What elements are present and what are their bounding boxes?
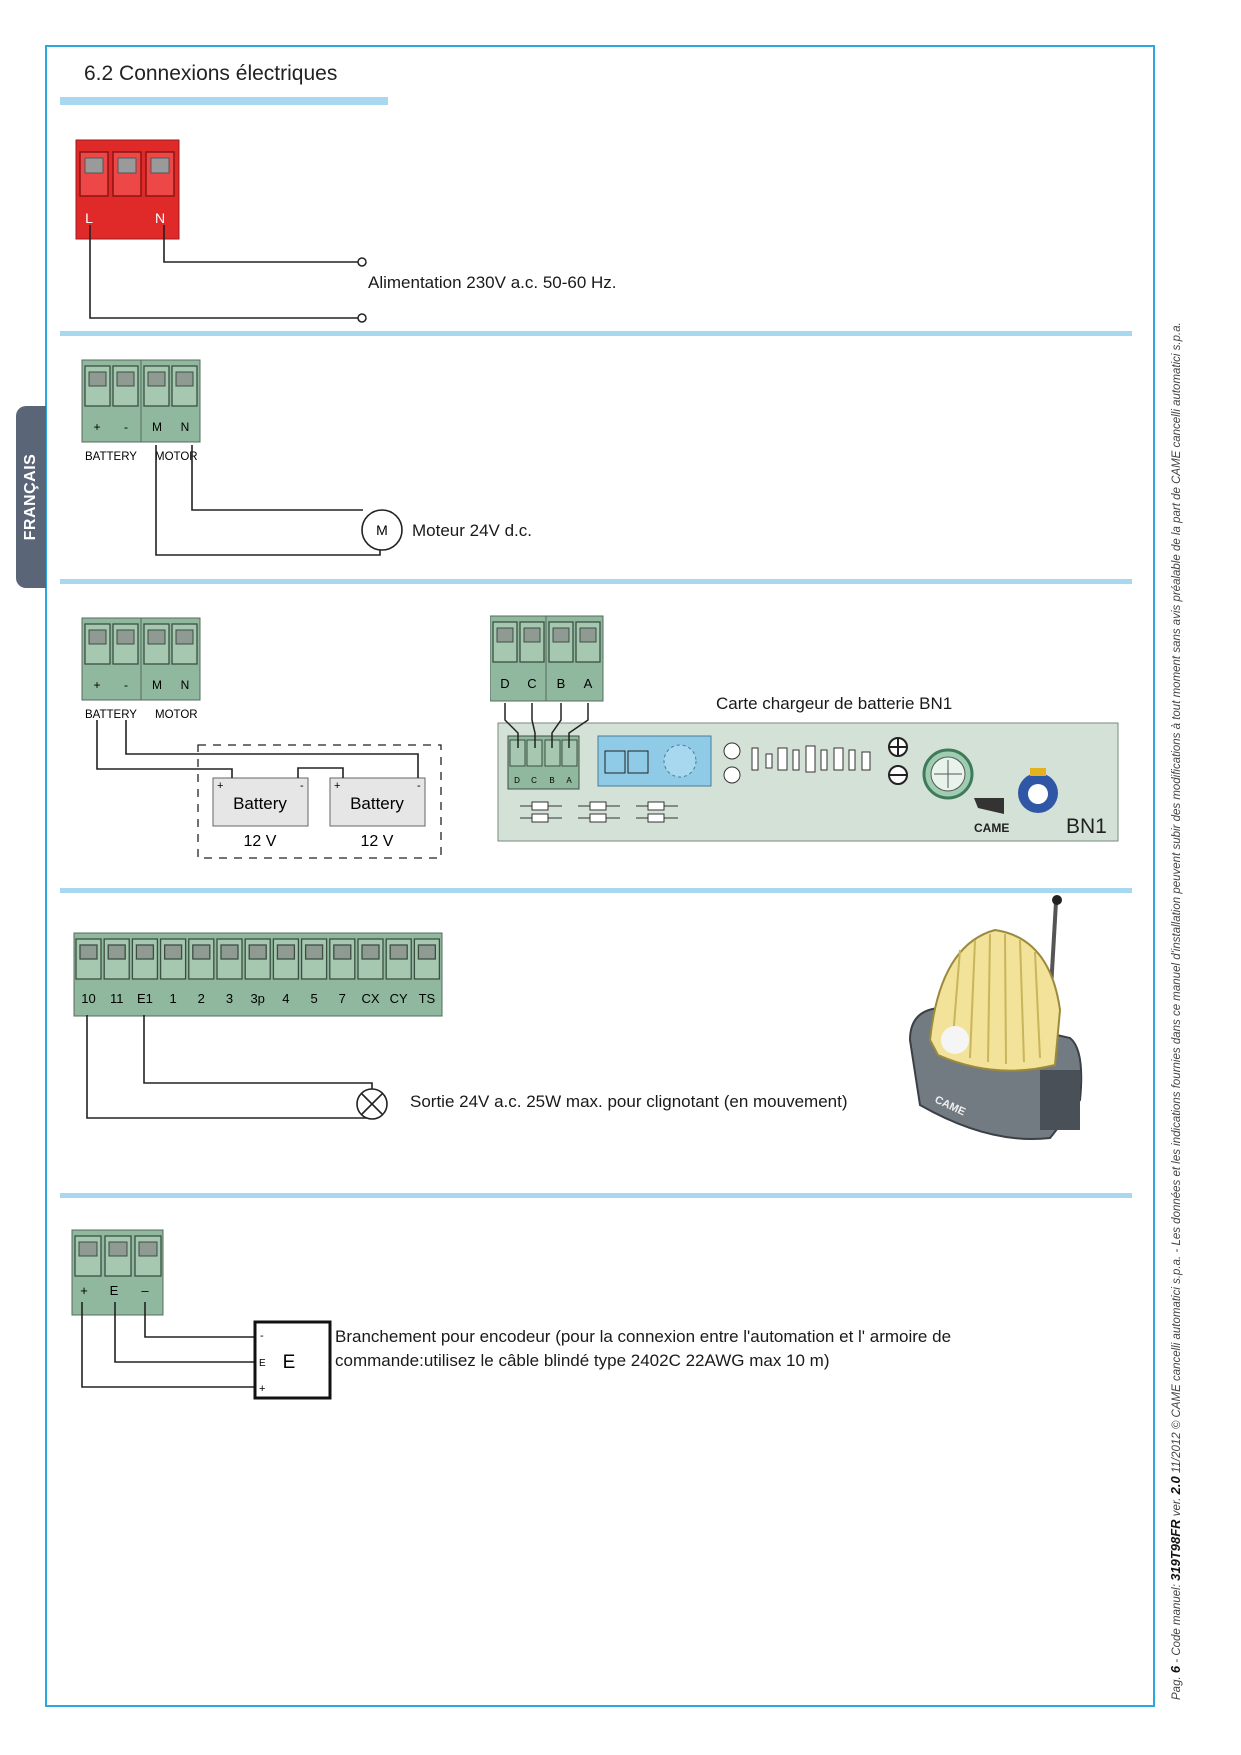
flasher-terminal-label: 7 (339, 991, 346, 1006)
title-underline (60, 97, 388, 105)
svg-text:B: B (549, 776, 554, 785)
encoder-symbol (253, 1320, 332, 1400)
battery-group-label: BATTERY (85, 451, 137, 463)
separator (60, 579, 1132, 584)
power-diagram: L N (75, 139, 367, 323)
battery-1: + - Battery 12 V (212, 777, 309, 850)
motor-group-label: MOTOR (155, 709, 198, 721)
flasher-terminal-label: 11 (110, 991, 124, 1006)
language-tab: FRANÇAIS (16, 406, 46, 588)
power-wire-n (163, 225, 358, 263)
encoder-symbol-letter: E (283, 1352, 296, 1373)
footer-version: 2.0 (1168, 1476, 1183, 1495)
battery-2: + - Battery 12 V (329, 777, 426, 850)
board-brand: CAME (974, 821, 1009, 835)
flasher-diagram: 10 11 E1 1 2 3 3p 4 5 7 CX CY TS (73, 932, 443, 1120)
motor-terminal: M (152, 420, 162, 434)
encoder-terminal-e: E (110, 1283, 119, 1298)
battery-terminal: + (93, 678, 100, 692)
flasher-terminal-label: 10 (81, 991, 95, 1006)
motor-terminal: + (93, 420, 100, 434)
svg-text:+: + (334, 780, 340, 792)
section-title: 6.2 Connexions électriques (84, 62, 338, 85)
footer-page: 6 (1168, 1665, 1183, 1674)
power-wire-l (89, 225, 358, 319)
flasher-terminal-label: 2 (198, 991, 205, 1006)
flasher-terminal-label: 4 (282, 991, 289, 1006)
encoder-label: Branchement pour encodeur (pour la conne… (335, 1327, 952, 1370)
svg-text:+: + (259, 1383, 265, 1395)
battery-2-label: Battery (350, 794, 404, 813)
battery-1-label: Battery (233, 794, 287, 813)
motor-terminal: N (181, 420, 190, 434)
separator (60, 1193, 1132, 1198)
battery-group-label: BATTERY (85, 709, 137, 721)
battery-terminal: M (152, 678, 162, 692)
flasher-label: Sortie 24V a.c. 25W max. pour clignotant… (410, 1092, 848, 1111)
footer-code: 319T98FR (1168, 1519, 1183, 1581)
separator (60, 888, 1132, 893)
charger-terminal-A: A (584, 676, 593, 691)
battery-terminal: N (181, 678, 190, 692)
power-terminal-N: N (155, 210, 165, 226)
battery-1-voltage: 12 V (244, 833, 277, 850)
encoder-diagram: + E – - E + E (71, 1229, 332, 1400)
svg-text:+: + (217, 780, 223, 792)
flashing-lamp-icon: CAME (908, 895, 1083, 1141)
battery-diagram: + - M N BATTERY MOTOR + - Battery 12 V + -… (81, 617, 442, 859)
battery-terminal: - (124, 678, 128, 692)
flasher-terminal-label: 1 (169, 991, 176, 1006)
flasher-terminal-label: CY (390, 991, 408, 1006)
svg-text:-: - (417, 780, 421, 792)
encoder-terminal-minus: – (141, 1283, 149, 1298)
power-label: Alimentation 230V a.c. 50-60 Hz. (368, 273, 617, 292)
resistors (751, 745, 871, 773)
footer-copyright: 11/2012 © CAME cancelli automatici s.p.a… (1171, 322, 1183, 1477)
charger-diagram: D C B A D C B A CAME BN1 (490, 615, 1119, 842)
power-terminal-L: L (85, 210, 93, 226)
page-frame (45, 45, 1155, 1707)
charger-terminal-D: D (500, 676, 509, 691)
charger-label: Carte chargeur de batterie BN1 (716, 694, 953, 713)
motor-diagram: + - M N BATTERY MOTOR M (81, 359, 403, 556)
flasher-terminal-label: 5 (310, 991, 317, 1006)
charger-terminal-B: B (557, 676, 566, 691)
flasher-terminal-label: TS (419, 991, 436, 1006)
side-footer: Pag. 6 - Code manuel: 319T98FR ver. 2.0 … (1168, 322, 1183, 1700)
svg-text:-: - (300, 780, 304, 792)
svg-text:C: C (531, 776, 537, 785)
flasher-terminal-label: E1 (137, 991, 153, 1006)
separator (60, 331, 1132, 336)
charger-terminal-C: C (527, 676, 536, 691)
battery-2-voltage: 12 V (361, 833, 394, 850)
motor-group-label: MOTOR (155, 451, 198, 463)
svg-text:-: - (260, 1330, 264, 1342)
svg-text:A: A (566, 776, 572, 785)
battery-enclosure (197, 744, 442, 859)
motor-symbol-letter: M (376, 522, 388, 538)
flasher-terminal-label: 3p (250, 991, 264, 1006)
svg-text:D: D (514, 776, 520, 785)
language-tab-label: FRANÇAIS (22, 453, 39, 541)
motor-symbol (361, 509, 403, 551)
flasher-terminal-label: 3 (226, 991, 233, 1006)
flasher-terminal-label: CX (361, 991, 379, 1006)
motor-label: Moteur 24V d.c. (412, 521, 533, 540)
encoder-terminal-plus: + (80, 1283, 88, 1298)
board-name: BN1 (1066, 815, 1107, 838)
svg-text:E: E (259, 1358, 266, 1369)
motor-terminal: - (124, 420, 128, 434)
